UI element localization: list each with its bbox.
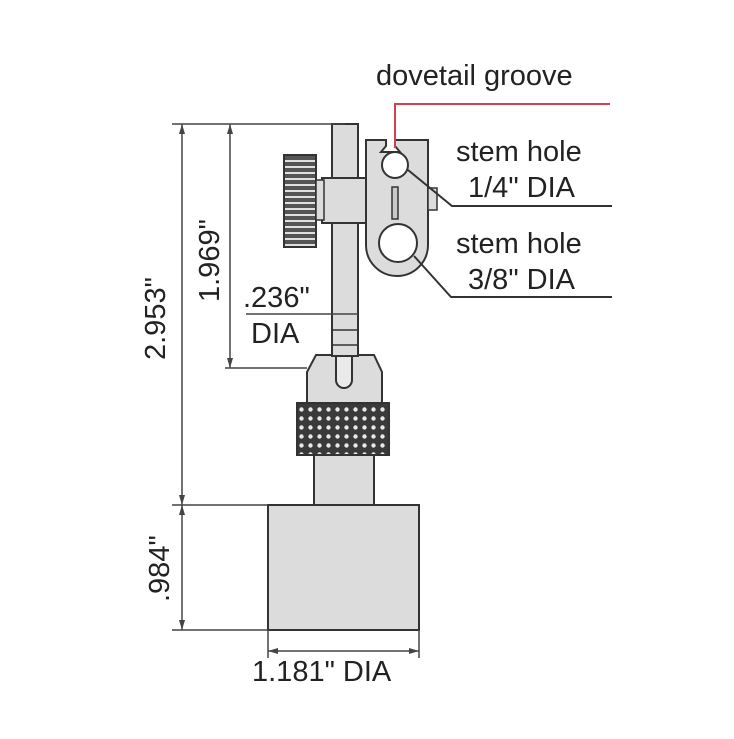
rod-dia-value: .236" — [243, 282, 310, 314]
stem-hole-large-label-2: 3/8" DIA — [468, 264, 576, 296]
rod-clamp-body — [321, 177, 367, 224]
stem-hole-small-label-1: stem hole — [456, 136, 582, 168]
stem-hole-small-leader — [407, 169, 612, 207]
rod-dia-unit: DIA — [251, 318, 300, 350]
dovetail-groove-label: dovetail groove — [376, 60, 573, 92]
rod-height-dimension: 1.969" — [194, 219, 226, 302]
base-dia-dimension: 1.181" DIA — [252, 656, 392, 688]
thumb-screw-knob — [283, 154, 317, 248]
base-height-dimension: .984" — [144, 535, 176, 602]
stem-hole-large-label-1: stem hole — [456, 228, 582, 260]
dovetail-leader — [394, 103, 610, 148]
lower-neck — [313, 454, 375, 506]
overall-height-dimension: 2.953" — [140, 277, 172, 360]
magnet-base-block — [267, 504, 420, 631]
rod — [331, 123, 359, 357]
stem-hole-small-label-2: 1/4" DIA — [468, 172, 576, 204]
knurled-nut — [296, 402, 390, 456]
stem-hole-small — [381, 151, 409, 179]
stem-hole-large — [378, 223, 418, 263]
stem-hole-large-leader — [413, 255, 612, 298]
